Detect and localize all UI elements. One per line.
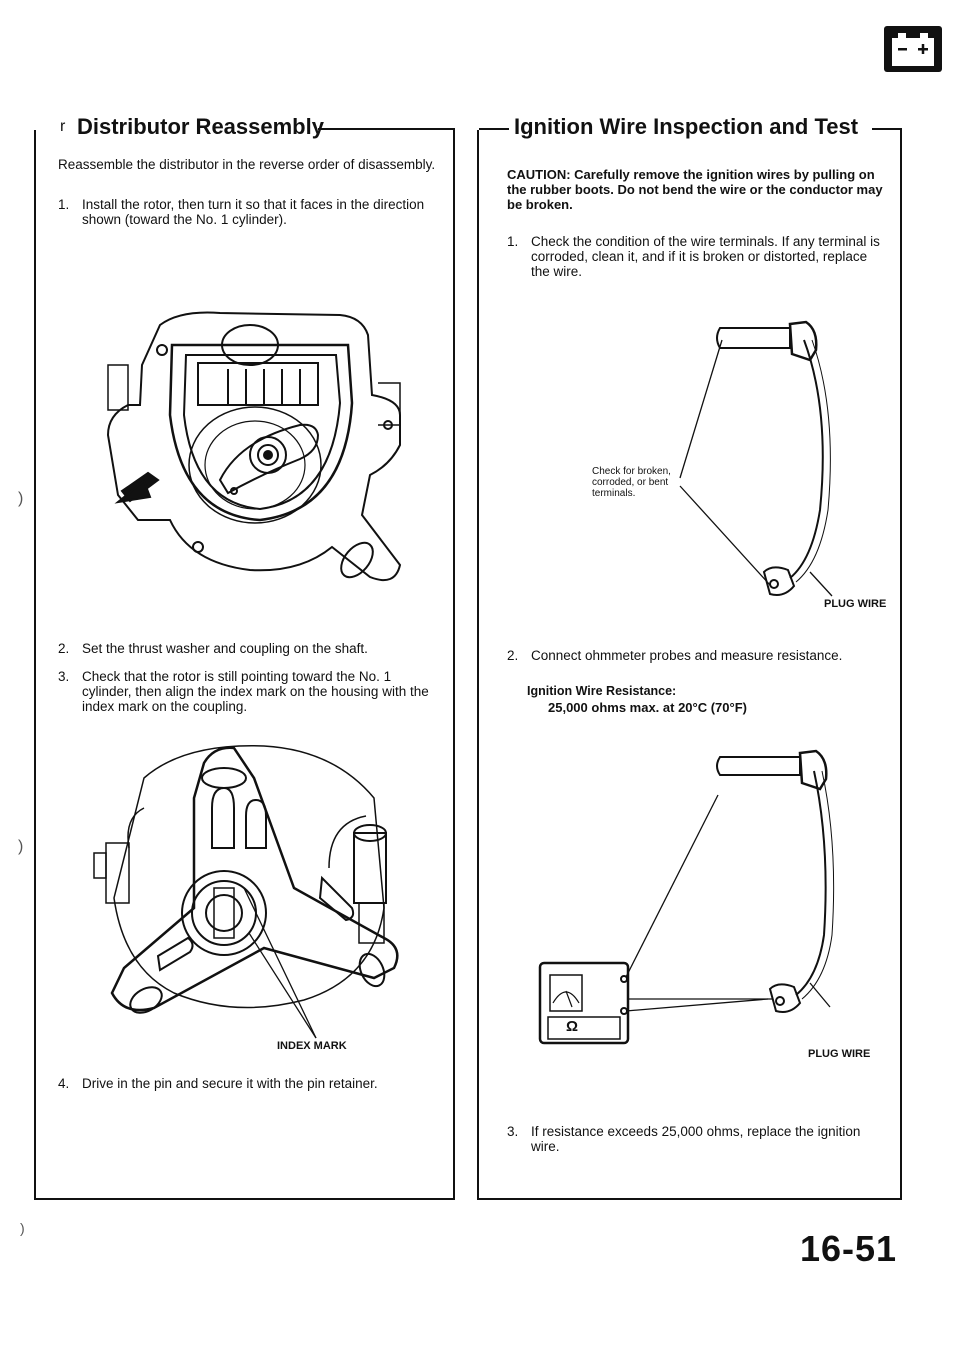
plug-wire-label-1: PLUG WIRE bbox=[824, 598, 887, 610]
left-step-2: 2. Set the thrust washer and coupling on… bbox=[58, 641, 442, 659]
page-number: 16-51 bbox=[800, 1228, 898, 1269]
distributor-reassembly-heading: Distributor Reassembly bbox=[77, 114, 324, 139]
index-mark-label: INDEX MARK bbox=[277, 1040, 347, 1052]
resistance-value: 25,000 ohms max. at 20°C (70°F) bbox=[548, 700, 747, 715]
left-step-3: 3. Check that the rotor is still pointin… bbox=[58, 669, 442, 717]
step-number: 1. bbox=[58, 197, 70, 212]
step-text: Check that the rotor is still pointing t… bbox=[82, 669, 429, 714]
step-number: 3. bbox=[507, 1124, 519, 1139]
caution-text: CAUTION: Carefully remove the ignition w… bbox=[507, 167, 883, 212]
battery-icon bbox=[882, 24, 944, 74]
right-step-2: 2. Connect ohmmeter probes and measure r… bbox=[507, 648, 887, 666]
step-text: Check the condition of the wire terminal… bbox=[531, 234, 880, 279]
step-number: 3. bbox=[58, 669, 70, 684]
step-text: Set the thrust washer and coupling on th… bbox=[82, 641, 368, 656]
scan-mark: ) bbox=[18, 838, 24, 855]
plug-wire-label-2: PLUG WIRE bbox=[808, 1048, 871, 1060]
check-terminals-label: Check for broken, corroded, or bent term… bbox=[592, 466, 671, 499]
step-text: If resistance exceeds 25,000 ohms, repla… bbox=[531, 1124, 861, 1154]
step-text: Connect ohmmeter probes and measure resi… bbox=[531, 648, 843, 663]
plug-wire-illustration bbox=[680, 310, 880, 610]
coupling-illustration bbox=[84, 738, 434, 1039]
right-step-1: 1. Check the condition of the wire termi… bbox=[507, 234, 887, 282]
step-number: 2. bbox=[58, 641, 70, 656]
scan-mark: ) bbox=[18, 490, 24, 507]
ignition-wire-heading: Ignition Wire Inspection and Test bbox=[514, 114, 859, 139]
step-number: 1. bbox=[507, 234, 519, 249]
scan-mark: ) bbox=[20, 1220, 25, 1236]
step-text: Drive in the pin and secure it with the … bbox=[82, 1076, 378, 1091]
left-intro: Reassemble the distributor in the revers… bbox=[58, 157, 436, 172]
step-text: Install the rotor, then turn it so that … bbox=[82, 197, 425, 227]
right-step-3: 3. If resistance exceeds 25,000 ohms, re… bbox=[507, 1124, 887, 1158]
step-number: 4. bbox=[58, 1076, 70, 1091]
heading-tick: r bbox=[60, 118, 66, 135]
resistance-title: Ignition Wire Resistance: bbox=[527, 684, 677, 698]
left-step-1: 1. Install the rotor, then turn it so th… bbox=[58, 197, 442, 245]
rotor-illustration bbox=[100, 305, 420, 595]
ohmmeter-test-illustration bbox=[500, 745, 880, 1055]
left-step-4: 4. Drive in the pin and secure it with t… bbox=[58, 1076, 442, 1094]
step-number: 2. bbox=[507, 648, 519, 663]
ohm-symbol: Ω bbox=[566, 1018, 579, 1035]
